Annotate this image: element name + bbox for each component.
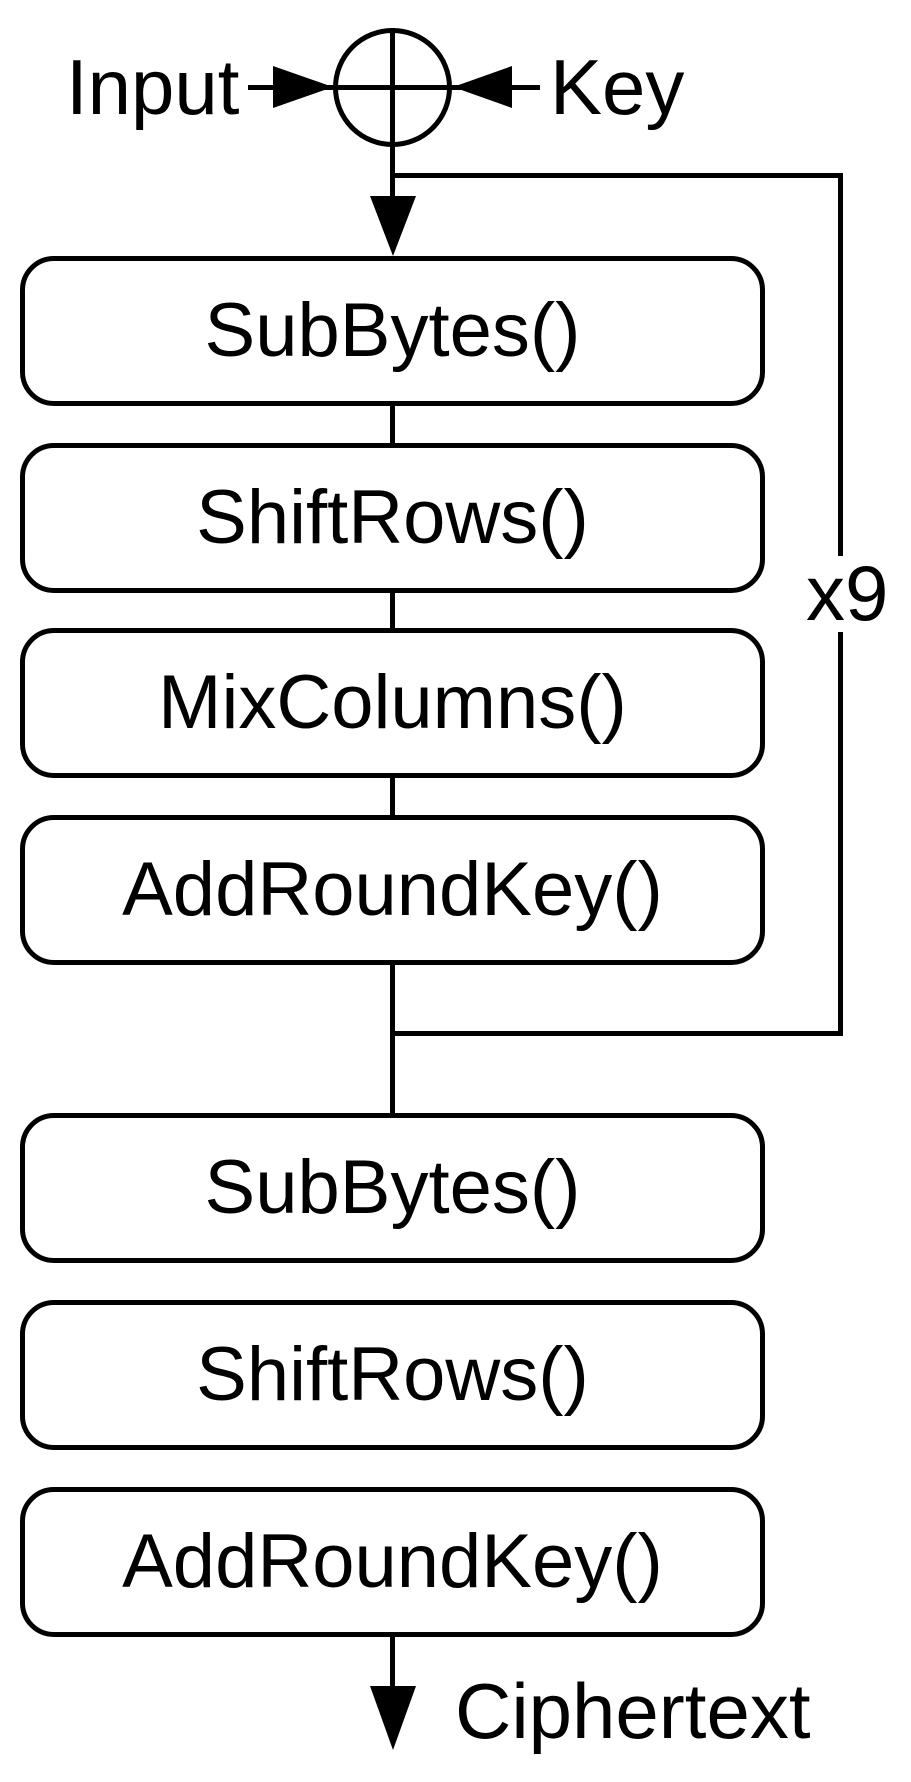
output-arrowhead-icon: [370, 1686, 416, 1750]
round-box-addroundkey-1: AddRoundKey(): [20, 815, 765, 965]
final-box-subbytes: SubBytes(): [20, 1113, 765, 1263]
ciphertext-label: Ciphertext: [455, 1667, 811, 1755]
box-label: MixColumns(): [158, 660, 627, 745]
final-box-shiftrows: ShiftRows(): [20, 1300, 765, 1450]
input-arrow-icon: [273, 66, 333, 108]
box-label: AddRoundKey(): [122, 1519, 663, 1604]
key-arrow-icon: [453, 66, 512, 108]
loop-count-label: x9: [806, 549, 889, 637]
final-box-addroundkey: AddRoundKey(): [20, 1487, 765, 1637]
round-box-shiftrows-1: ShiftRows(): [20, 443, 765, 593]
box-label: ShiftRows(): [196, 1332, 589, 1417]
box-label: SubBytes(): [204, 1145, 581, 1230]
connector-shiftrows-mixcolumns: [390, 593, 395, 628]
round-box-mixcolumns: MixColumns(): [20, 628, 765, 778]
round-box-subbytes-1: SubBytes(): [20, 256, 765, 406]
xor-circle-icon: [333, 28, 452, 147]
key-label: Key: [550, 43, 685, 131]
flow-arrowhead-icon: [370, 196, 416, 256]
loop-line-bottom: [390, 1031, 843, 1036]
loop-line-right-lower: [838, 632, 843, 1036]
connector-subbytes-shiftrows: [390, 406, 395, 443]
box-label: ShiftRows(): [196, 475, 589, 560]
input-label: Input: [66, 43, 240, 131]
connector-mixcolumns-addroundkey: [390, 778, 395, 815]
output-line: [390, 1637, 395, 1688]
loop-line-right-upper: [838, 173, 843, 556]
connector-round-to-final: [390, 965, 395, 1113]
box-label: AddRoundKey(): [122, 847, 663, 932]
box-label: SubBytes(): [204, 288, 581, 373]
loop-line-top: [390, 173, 843, 178]
